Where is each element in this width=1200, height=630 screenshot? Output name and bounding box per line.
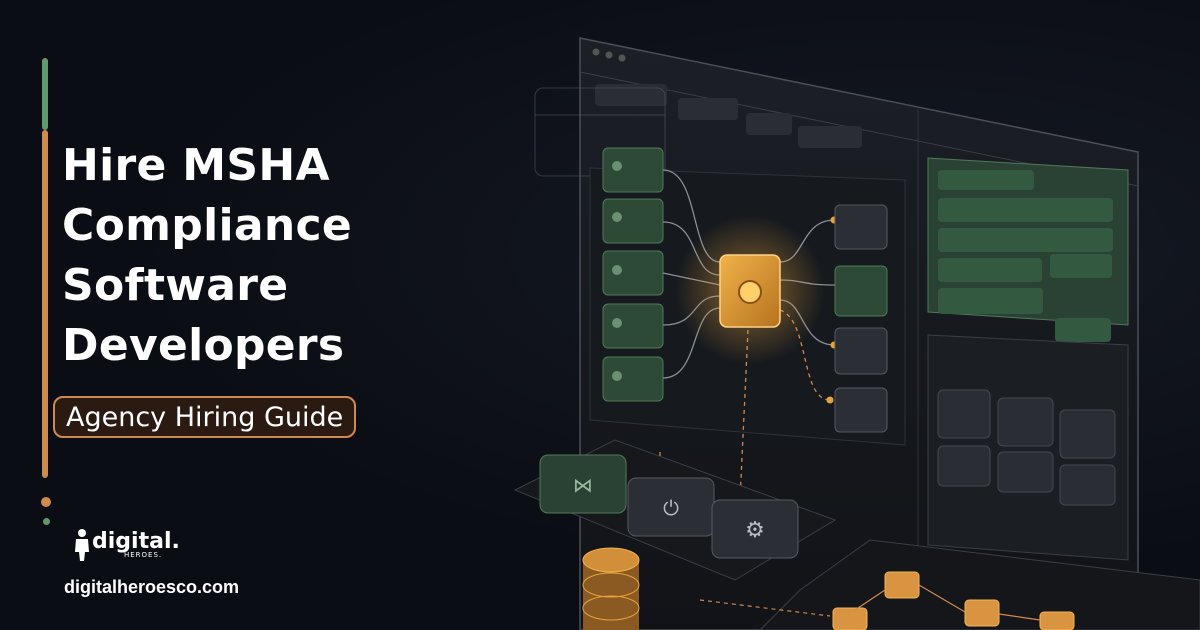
brand-logo: digital. HEROES. — [72, 528, 180, 562]
database-icon — [582, 547, 640, 630]
grid-cards — [937, 389, 1116, 506]
title-line: Software — [62, 260, 289, 311]
svg-text:⏻: ⏻ — [663, 496, 679, 520]
title-line: Developers — [62, 320, 345, 371]
superhero-figure-icon — [75, 529, 89, 561]
decorative-dot-orange — [41, 497, 51, 507]
window-dot-icon — [592, 48, 600, 56]
title-line: Hire MSHA — [62, 140, 330, 191]
website-url[interactable]: digitalheroesco.com — [64, 577, 240, 597]
window-dot-icon — [605, 51, 613, 59]
share-icon — [539, 454, 627, 514]
gear-icon — [711, 499, 799, 559]
svg-text:⚙: ⚙ — [745, 518, 765, 543]
nav-tab — [678, 98, 738, 120]
svg-text:⋈: ⋈ — [573, 473, 593, 497]
nav-tab — [746, 113, 792, 135]
output-nodes — [834, 204, 888, 433]
window-dot-icon — [618, 54, 626, 62]
subtitle-badge: Agency Hiring Guide — [53, 396, 357, 438]
network-panel — [759, 539, 1200, 630]
input-nodes — [602, 147, 664, 402]
nav-tab — [798, 126, 862, 148]
logo-subtext: HEROES. — [124, 551, 163, 559]
decorative-dot-green — [43, 518, 50, 525]
network-nodes — [832, 571, 1075, 630]
accent-bar-orange — [42, 130, 48, 478]
accent-bar-green — [42, 58, 48, 130]
page-title: Hire MSHA Compliance Software Developers — [62, 136, 352, 376]
logo-wordmark: digital. — [92, 529, 180, 554]
title-line: Compliance — [62, 200, 352, 251]
nav-tab — [595, 84, 667, 106]
